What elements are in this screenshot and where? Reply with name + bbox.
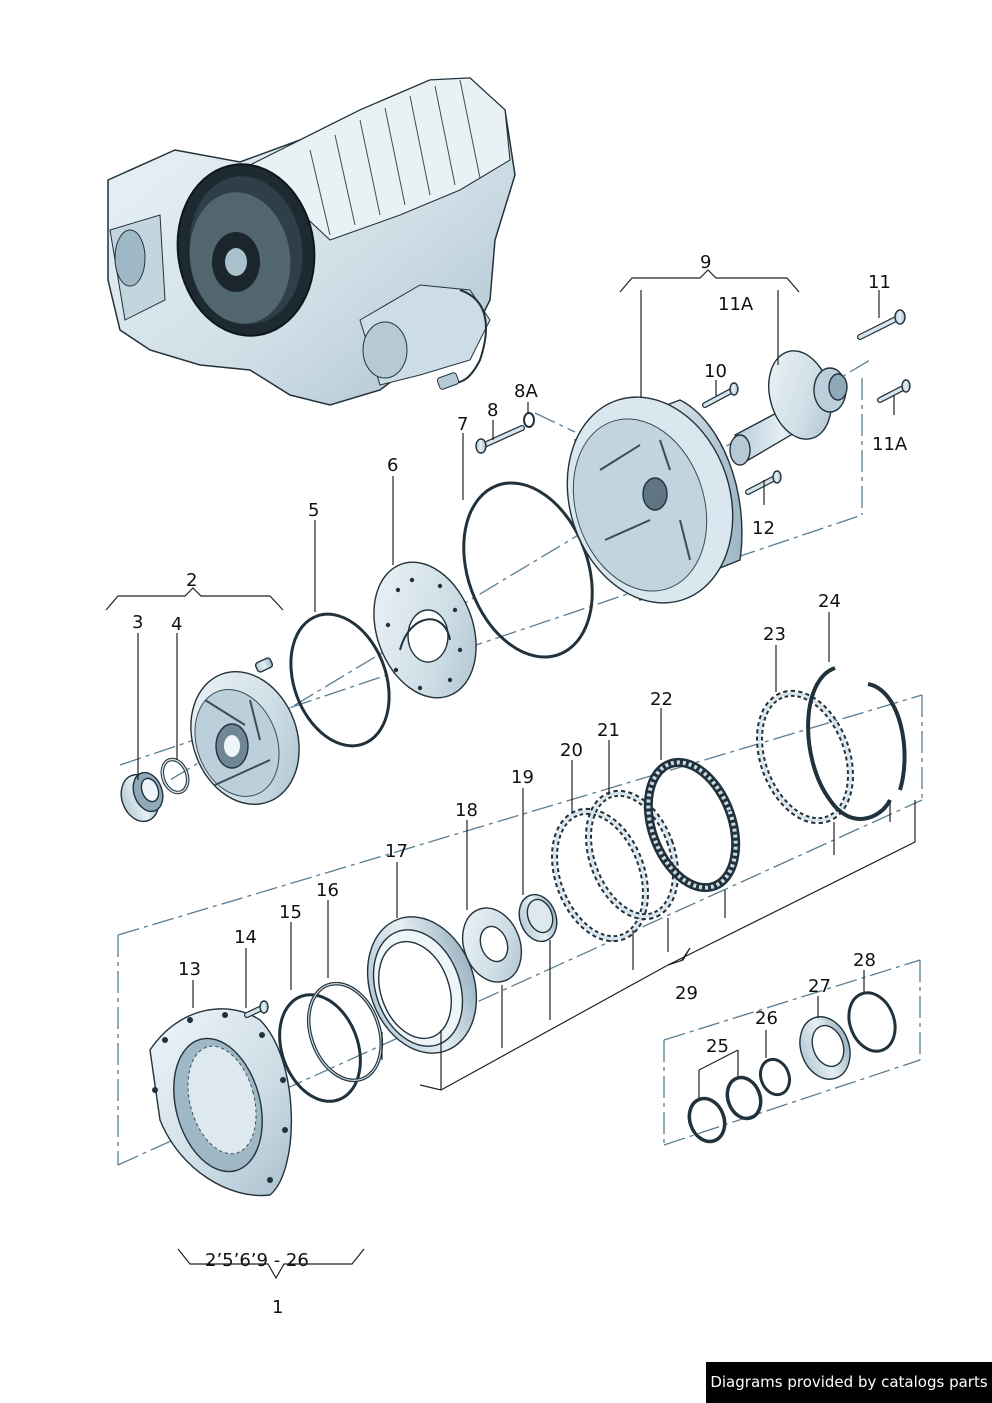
label-7: 7: [457, 414, 468, 435]
label-29: 29: [675, 983, 698, 1004]
part-25-shim-b: [725, 1075, 763, 1121]
part-20-clutch-disc: [551, 807, 649, 943]
label-range: 2’5’6’9 - 26: [205, 1250, 309, 1271]
label-8: 8: [487, 400, 498, 421]
part-11-bolt: [857, 309, 906, 340]
label-11a-top: 11A: [718, 294, 754, 315]
part-19-ring: [518, 893, 558, 943]
label-22: 22: [650, 689, 673, 710]
label-10: 10: [704, 361, 727, 382]
part-10-bolt: [702, 382, 739, 408]
label-13: 13: [178, 959, 201, 980]
label-26: 26: [755, 1008, 778, 1029]
part-12-bolt: [745, 470, 782, 495]
label-18: 18: [455, 800, 478, 821]
label-6: 6: [387, 455, 398, 476]
label-14: 14: [234, 927, 257, 948]
label-24: 24: [818, 591, 841, 612]
part-23-outer-disc: [756, 689, 854, 825]
part-22-lined-disc: [643, 757, 741, 893]
part-14-screw: [244, 1000, 269, 1018]
part-27-thrust-washer: [799, 1016, 851, 1080]
label-23: 23: [763, 624, 786, 645]
part-3-shaft-seal: [120, 771, 164, 823]
label-1: 1: [272, 1297, 283, 1318]
part-11a-input-shaft: [729, 350, 848, 466]
part-8-bolt: [475, 425, 525, 454]
label-28: 28: [853, 950, 876, 971]
part-15-o-ring: [278, 993, 362, 1103]
label-17: 17: [385, 841, 408, 862]
group-brackets: [105, 269, 916, 1280]
part-26-ring: [758, 1057, 792, 1097]
part-24-snap-ring: [806, 666, 907, 821]
part-8a-washer: [523, 412, 535, 428]
label-5: 5: [308, 500, 319, 521]
label-19: 19: [511, 767, 534, 788]
label-8a: 8A: [514, 381, 538, 402]
part-6-intermediate-plate: [373, 561, 477, 699]
credit-banner: Diagrams provided by catalogs parts: [706, 1362, 992, 1403]
label-2: 2: [186, 570, 197, 591]
label-9: 9: [700, 252, 711, 273]
part-21-clutch-disc: [585, 789, 679, 921]
part-25-shim-a: [687, 1096, 727, 1144]
label-11a-right: 11A: [872, 434, 908, 455]
label-27: 27: [808, 976, 831, 997]
label-25: 25: [706, 1036, 729, 1057]
callout-labels: 1 2 3 4 5 6 7 8 8A 9 10 11 11A 11A 12 13…: [132, 252, 908, 1318]
label-4: 4: [171, 614, 182, 635]
label-12: 12: [752, 518, 775, 539]
part-2-oil-pump: [190, 657, 300, 806]
callout-lines: [137, 290, 895, 1098]
label-21: 21: [597, 720, 620, 741]
part-18-diaphragm-spring: [461, 907, 523, 983]
part-16-o-ring: [307, 981, 383, 1083]
label-16: 16: [316, 880, 339, 901]
part-28-ring: [847, 991, 897, 1053]
part-11a-bolt: [877, 379, 911, 403]
transmission-housing: [107, 77, 516, 406]
part-4-o-ring: [160, 757, 190, 795]
label-15: 15: [279, 902, 302, 923]
part-5-o-ring: [289, 612, 391, 748]
part-9-clutch-housing: [566, 396, 743, 604]
label-3: 3: [132, 612, 143, 633]
label-20: 20: [560, 740, 583, 761]
part-13-clutch-carrier: [149, 1008, 293, 1197]
label-11: 11: [868, 272, 891, 293]
part-17-piston: [366, 916, 478, 1054]
